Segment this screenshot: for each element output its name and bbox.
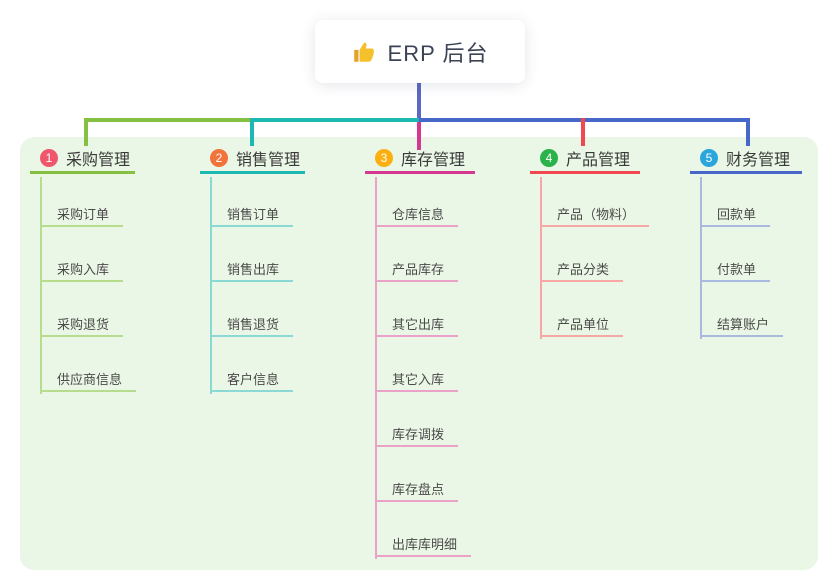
branch-badge: 2 [210,148,228,167]
branch-header-sales[interactable]: 2 销售管理 [200,148,305,174]
child-node[interactable]: 产品（物料） [540,203,650,227]
child-node[interactable]: 产品单位 [540,313,624,337]
branch-children-connector [700,177,702,339]
branches-panel [20,137,818,570]
child-node[interactable]: 付款单 [700,258,771,282]
branch-title: 库存管理 [401,151,466,169]
branch-header-product[interactable]: 4 产品管理 [530,148,640,174]
root-label: ERP 后台 [387,40,489,66]
child-node[interactable]: 回款单 [700,203,771,227]
child-node[interactable]: 结算账户 [700,313,784,337]
child-node[interactable]: 库存盘点 [375,478,459,502]
child-node[interactable]: 采购退货 [40,313,124,337]
branch-badge: 3 [375,148,393,167]
child-node[interactable]: 库存调拨 [375,423,459,447]
connector-drop-inventory [417,122,421,150]
child-node[interactable]: 其它入库 [375,368,459,392]
child-node[interactable]: 供应商信息 [40,368,137,392]
branch-children-connector [40,177,42,394]
child-node[interactable]: 销售退货 [210,313,294,337]
child-node[interactable]: 采购订单 [40,203,124,227]
connector-rail-sales [250,118,419,122]
child-node[interactable]: 产品库存 [375,258,459,282]
branch-title: 销售管理 [236,151,301,169]
root-stem-connector [417,83,421,122]
child-node[interactable]: 客户信息 [210,368,294,392]
child-node[interactable]: 采购入库 [40,258,124,282]
branch-children-connector [375,177,377,559]
child-node[interactable]: 产品分类 [540,258,624,282]
root-node[interactable]: ERP 后台 [315,20,525,83]
child-node[interactable]: 销售出库 [210,258,294,282]
branch-children-connector [210,177,212,394]
connector-drop-purchase [84,118,88,146]
branch-badge: 4 [540,148,558,167]
child-node[interactable]: 销售订单 [210,203,294,227]
branch-title: 财务管理 [726,151,791,169]
branch-badge: 1 [40,148,58,167]
connector-drop-finance [746,118,750,146]
branch-title: 产品管理 [566,151,631,169]
thumbs-up-icon [352,39,378,65]
child-node[interactable]: 仓库信息 [375,203,459,227]
branch-children-connector [540,177,542,339]
connector-drop-sales [250,118,254,146]
connector-rail-purchase [84,118,252,122]
branch-header-finance[interactable]: 5 财务管理 [690,148,802,174]
connector-drop-product [581,118,585,146]
branch-badge: 5 [700,148,718,167]
branch-header-purchase[interactable]: 1 采购管理 [30,148,135,174]
child-node[interactable]: 其它出库 [375,313,459,337]
child-node[interactable]: 出库库明细 [375,533,472,557]
branch-title: 采购管理 [66,151,131,169]
branch-header-inventory[interactable]: 3 库存管理 [365,148,475,174]
